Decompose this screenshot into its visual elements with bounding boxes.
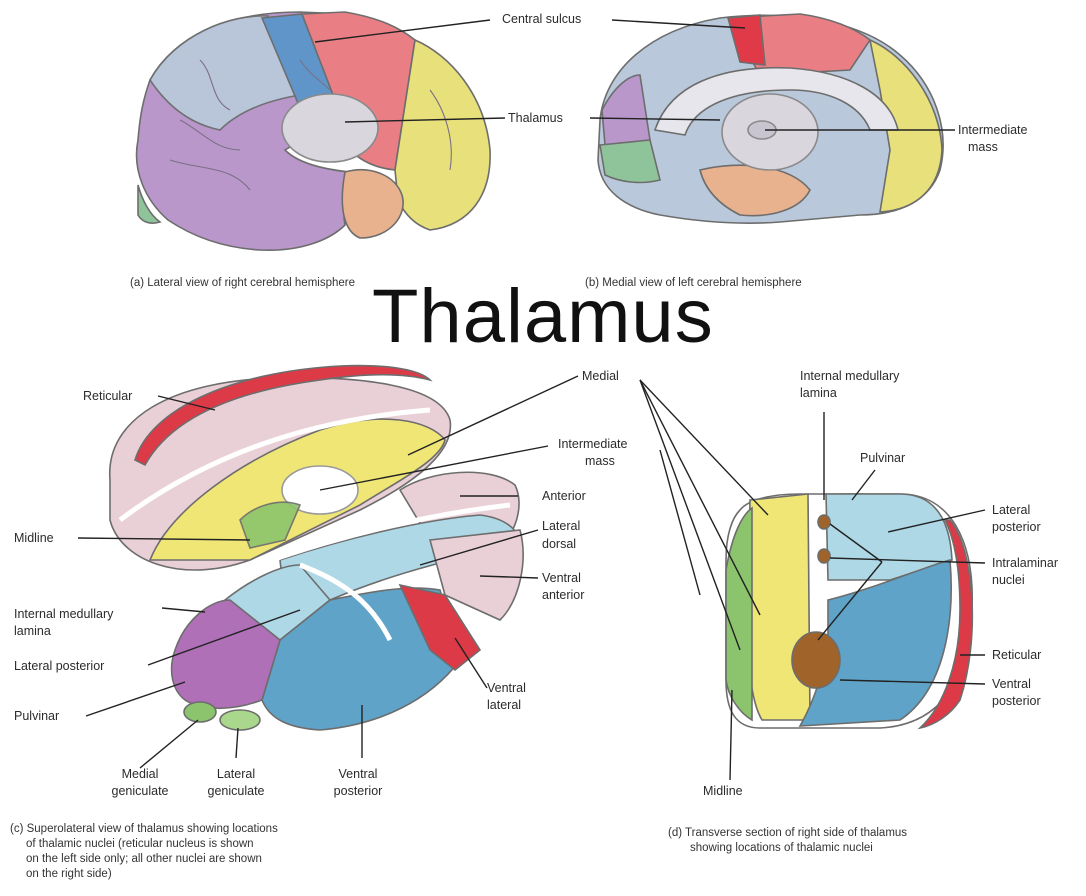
transverse-section xyxy=(726,494,972,728)
c-label-medial-geniculate-1: Medial xyxy=(100,766,180,782)
intermediate-mass-top-label-2: mass xyxy=(968,139,998,155)
c-label-lateral-dorsal-2: dorsal xyxy=(542,536,576,552)
medial-label: Medial xyxy=(582,368,619,384)
c-label-lateral-posterior: Lateral posterior xyxy=(14,658,104,674)
d-label-lateral-posterior-1: Lateral xyxy=(992,502,1030,518)
medial-occipital-green xyxy=(600,140,660,182)
page-title: Thalamus xyxy=(372,272,714,362)
medial-yellow-d xyxy=(748,494,810,720)
lateral-geniculate xyxy=(220,710,260,730)
caption-d-line-1: (d) Transverse section of right side of … xyxy=(668,826,907,841)
c-label-internal-medullary-1: Internal medullary xyxy=(14,606,113,622)
d-label-ventral-posterior-2: posterior xyxy=(992,693,1041,709)
thalamus-top-label: Thalamus xyxy=(508,110,563,126)
d-label-intralaminar-2: nuclei xyxy=(992,572,1025,588)
c-label-lateral-geniculate-2: geniculate xyxy=(196,783,276,799)
d-label-ventral-posterior-1: Ventral xyxy=(992,676,1031,692)
c-label-intermediate-2: mass xyxy=(585,453,615,469)
c-label-reticular: Reticular xyxy=(83,388,132,404)
d-label-internal-medullary-1: Internal medullary xyxy=(800,368,899,384)
intralaminar-3 xyxy=(792,632,840,688)
thalamus-lateral xyxy=(282,94,378,162)
lateral-brain-view xyxy=(137,12,491,250)
d-label-internal-medullary-2: lamina xyxy=(800,385,837,401)
temporal-pole xyxy=(342,170,403,238)
d-label-reticular: Reticular xyxy=(992,647,1041,663)
c-label-anterior: Anterior xyxy=(542,488,586,504)
c-label-lateral-dorsal-1: Lateral xyxy=(542,518,580,534)
central-sulcus-label: Central sulcus xyxy=(502,11,581,27)
c-label-internal-medullary-2: lamina xyxy=(14,623,51,639)
c-label-ventral-anterior-2: anterior xyxy=(542,587,584,603)
superolateral-thalamus xyxy=(110,366,523,730)
intermediate-mass-top-label-1: Intermediate xyxy=(958,122,1027,138)
c-label-medial-geniculate-2: geniculate xyxy=(100,783,180,799)
c-label-ventral-lateral-1: Ventral xyxy=(487,680,526,696)
caption-c-line-2: of thalamic nuclei (reticular nucleus is… xyxy=(26,837,254,852)
c-label-intermediate-1: Intermediate xyxy=(558,436,627,452)
intralaminar-2 xyxy=(818,549,830,563)
intralaminar-1 xyxy=(818,515,830,529)
c-label-ventral-anterior-1: Ventral xyxy=(542,570,581,586)
medial-geniculate xyxy=(184,702,216,722)
d-label-midline: Midline xyxy=(703,783,743,799)
caption-a: (a) Lateral view of right cerebral hemis… xyxy=(130,276,355,291)
caption-c-line-3: on the left side only; all other nuclei … xyxy=(26,852,262,867)
d-label-pulvinar: Pulvinar xyxy=(860,450,905,466)
d-label-lateral-posterior-2: posterior xyxy=(992,519,1041,535)
caption-c-line-1: (c) Superolateral view of thalamus showi… xyxy=(10,822,278,837)
caption-d-line-2: showing locations of thalamic nuclei xyxy=(690,841,873,856)
c-label-ventral-posterior-2: posterior xyxy=(318,783,398,799)
c-label-midline: Midline xyxy=(14,530,54,546)
c-label-pulvinar: Pulvinar xyxy=(14,708,59,724)
d-label-intralaminar-1: Intralaminar xyxy=(992,555,1058,571)
c-label-lateral-geniculate-1: Lateral xyxy=(196,766,276,782)
c-label-ventral-lateral-2: lateral xyxy=(487,697,521,713)
caption-c-line-4: on the right side) xyxy=(26,867,112,882)
c-label-ventral-posterior-1: Ventral xyxy=(318,766,398,782)
